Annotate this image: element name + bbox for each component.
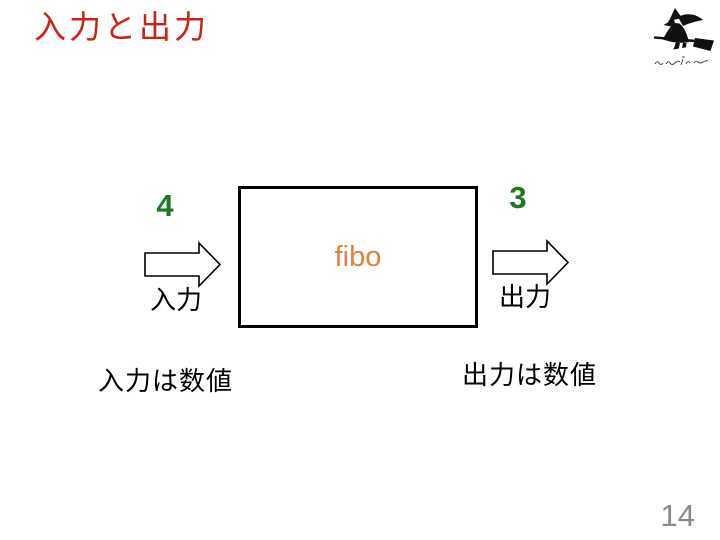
output-value: 3 bbox=[509, 180, 527, 215]
input-note: 入力は数値 bbox=[98, 366, 234, 396]
output-label: 出力 bbox=[499, 282, 552, 312]
process-box-label: fibo bbox=[334, 240, 382, 273]
input-label: 入力 bbox=[150, 285, 203, 315]
page-number: 14 bbox=[660, 498, 695, 533]
input-value: 4 bbox=[156, 188, 174, 223]
input-arrow-icon bbox=[144, 241, 222, 288]
process-box: fibo bbox=[238, 186, 478, 328]
witch-logo-caption-squiggle bbox=[654, 56, 709, 66]
witch-on-broom-icon bbox=[653, 8, 714, 51]
output-note: 出力は数値 bbox=[462, 360, 598, 390]
slide-title: 入力と出力 bbox=[34, 9, 210, 45]
output-arrow-icon bbox=[492, 239, 570, 286]
